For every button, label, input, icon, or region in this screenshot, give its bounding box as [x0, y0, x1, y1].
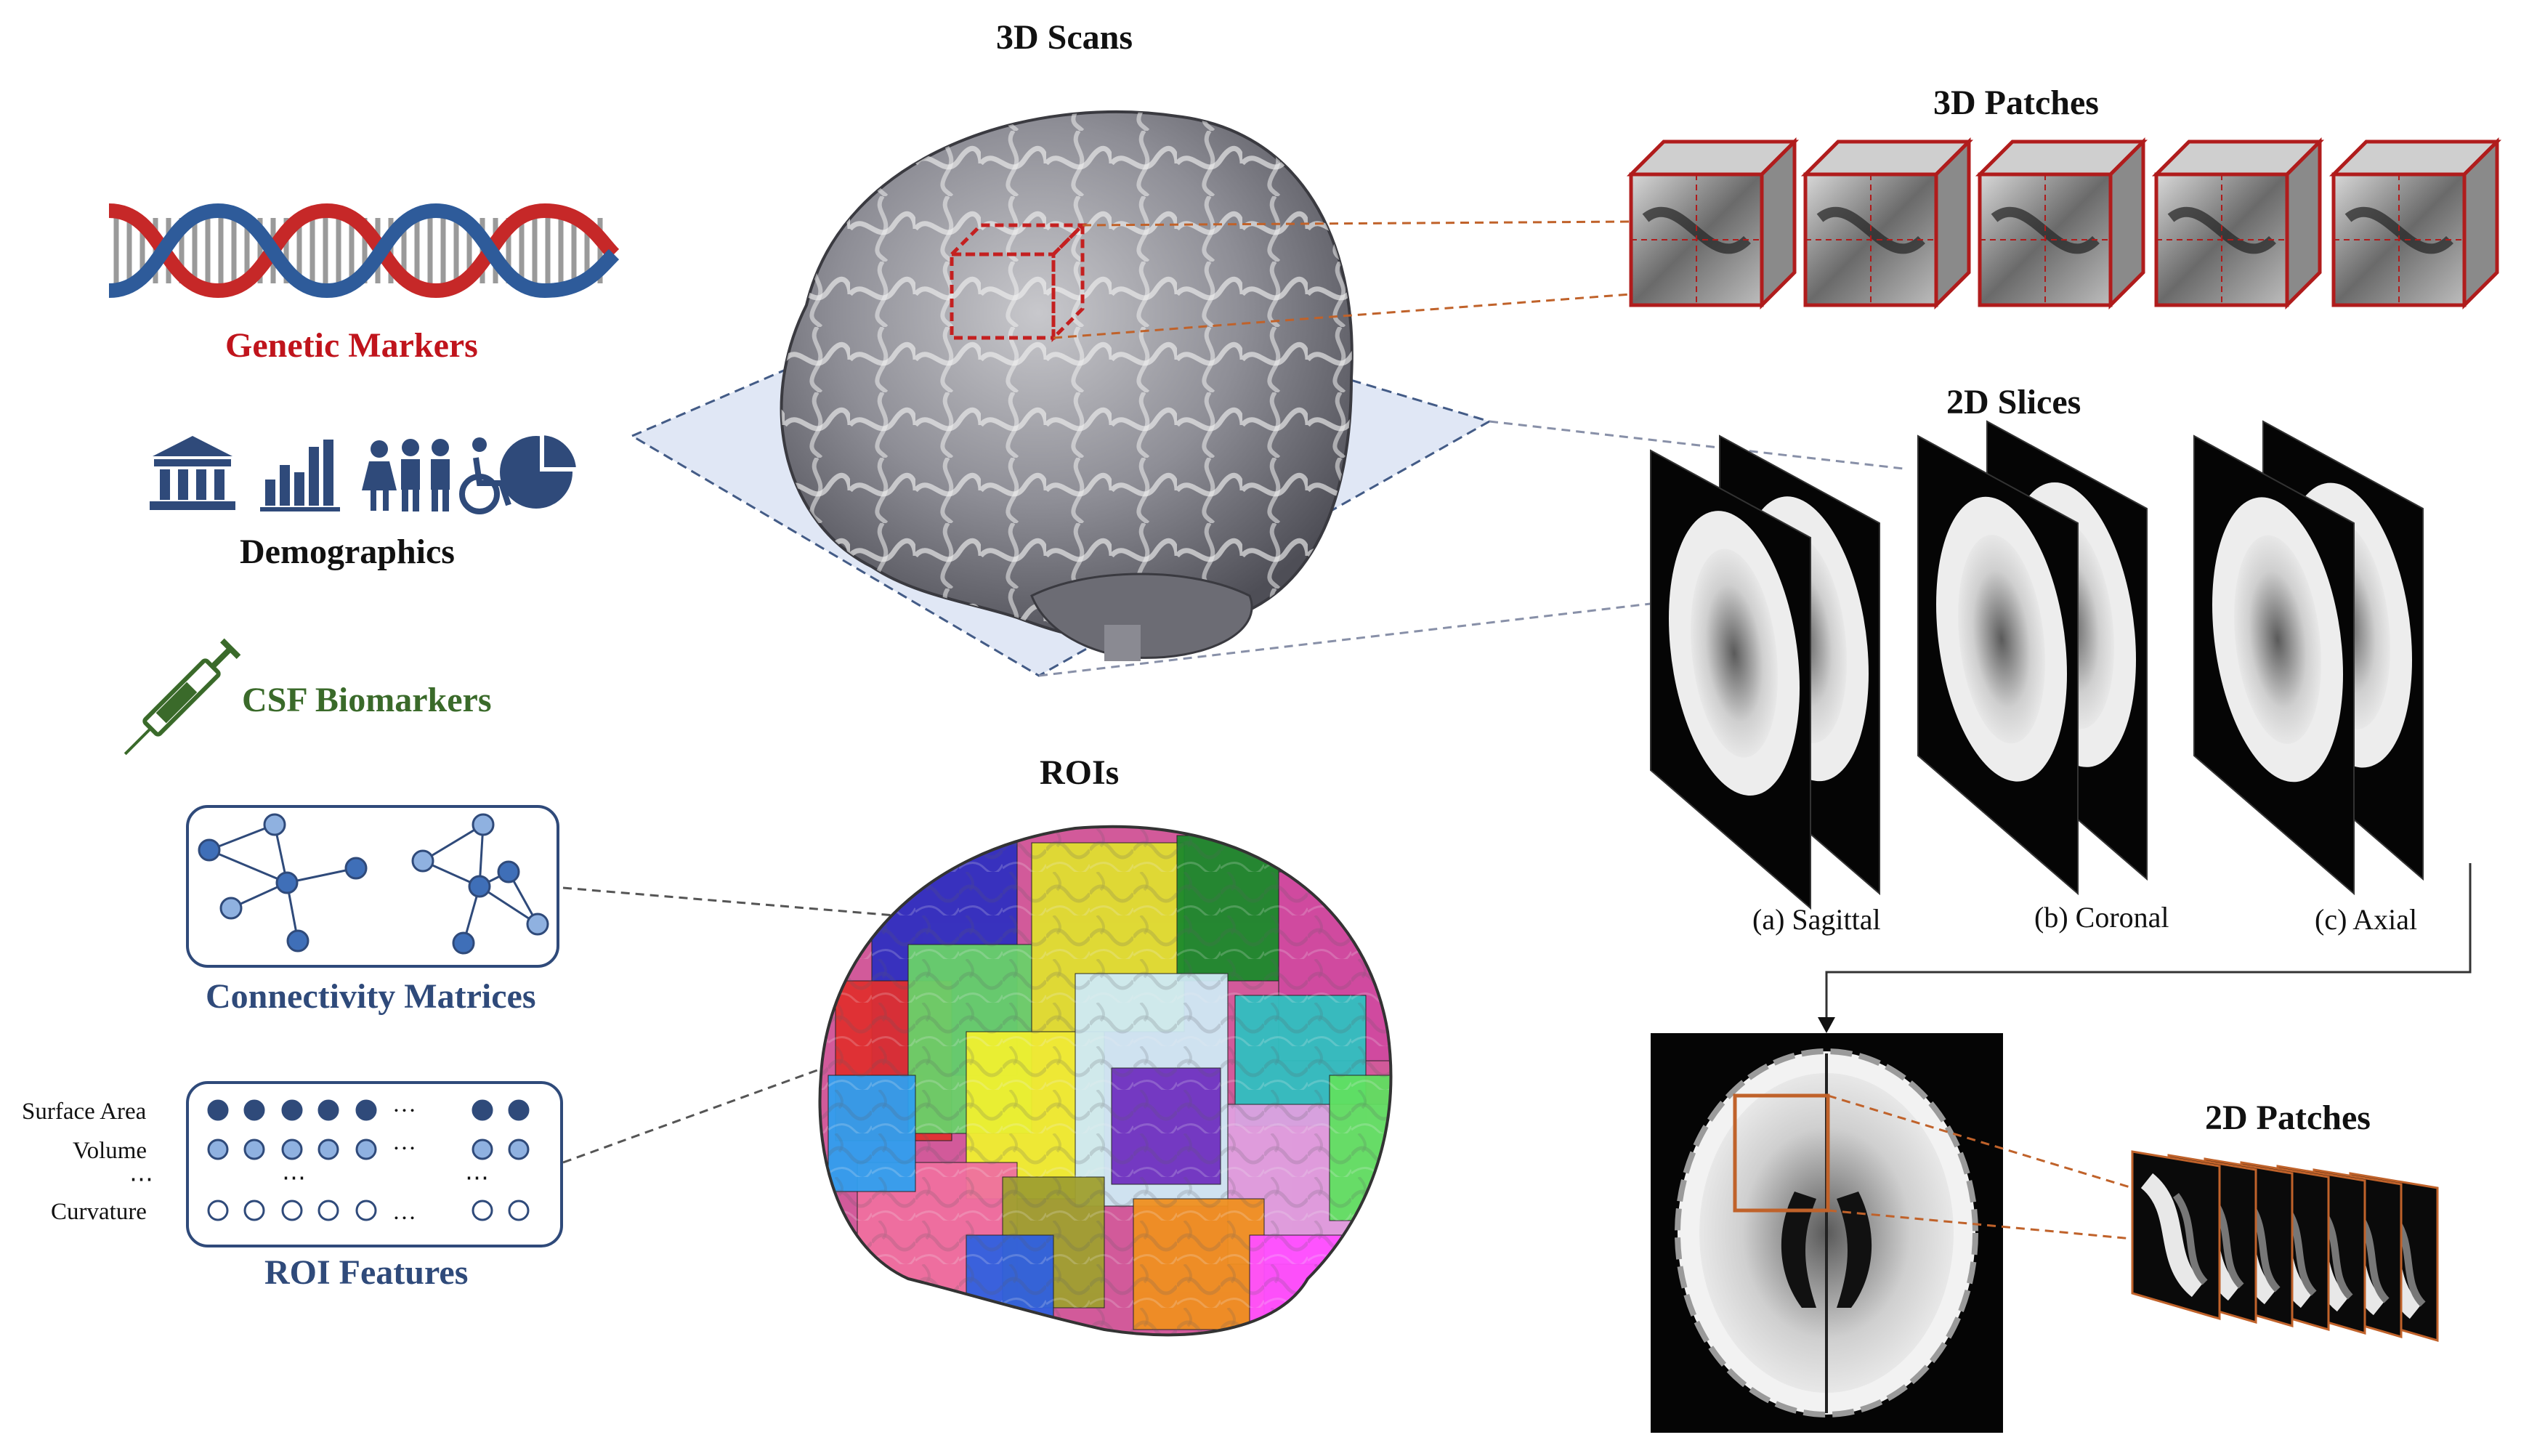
caption-coronal: (b) Coronal [2034, 901, 2169, 934]
roi-row-volume: Volume [73, 1138, 147, 1164]
roi-dots-vdots-b: ⋯ [465, 1165, 489, 1192]
slice-stacks-2d [1650, 420, 2424, 910]
label-csf-biomarkers: CSF Biomarkers [242, 681, 492, 719]
patch-cube [1626, 137, 1800, 310]
syringe-icon [124, 638, 241, 756]
roi-dots-ellipsis-mid: … [392, 1129, 416, 1155]
roi-row-ellipsis: ⋯ [129, 1167, 153, 1193]
title-rois: ROIs [1040, 753, 1120, 792]
feature-dot [207, 1138, 229, 1160]
feature-dot [508, 1138, 530, 1160]
pie-chart-icon [500, 430, 581, 509]
feature-dot [243, 1099, 265, 1121]
connectivity-graph-icon [186, 805, 559, 968]
roi-row-curvature: Curvature [51, 1199, 147, 1225]
wheelchair-icon [459, 437, 511, 514]
roi-feature-grid-icon [186, 1081, 563, 1247]
feature-dot [243, 1138, 265, 1160]
feature-dot [508, 1200, 530, 1221]
patch-cube [2328, 137, 2502, 310]
patch-cube [1975, 137, 2148, 310]
feature-dot [317, 1200, 339, 1221]
feature-dot [472, 1099, 493, 1121]
feature-dot [281, 1200, 303, 1221]
feature-dot [355, 1200, 377, 1221]
feature-dot [207, 1200, 229, 1221]
connector-line [562, 886, 913, 918]
feature-dot [207, 1099, 229, 1121]
title-3d-scans: 3D Scans [996, 18, 1133, 57]
roi-parcellation-brain [818, 825, 1393, 1337]
feature-dot [472, 1200, 493, 1221]
feature-dot [317, 1138, 339, 1160]
connector-line [562, 1069, 818, 1164]
title-2d-patches: 2D Patches [2205, 1099, 2371, 1137]
patch-2d [2131, 1150, 2221, 1320]
feature-dot [281, 1099, 303, 1121]
slice-plane [1917, 434, 2079, 896]
roi-row-surface-area: Surface Area [22, 1099, 147, 1125]
label-roi-features: ROI Features [264, 1253, 469, 1292]
feature-dot [243, 1200, 265, 1221]
caption-sagittal: (a) Sagittal [1752, 903, 1881, 936]
institution-icon [150, 436, 235, 510]
patch-cube [2151, 137, 2325, 310]
brain-3d-render [629, 110, 1492, 677]
roi-dots-vdots-a: ⋯ [282, 1165, 306, 1192]
feature-dot [281, 1138, 303, 1160]
axial-slice-enlarged [1651, 1033, 2003, 1433]
patch-stack-2d [2131, 1150, 2439, 1342]
bar-chart-icon [260, 440, 340, 511]
roi-dots-ellipsis-top: … [392, 1091, 416, 1117]
patch-cube [1800, 137, 1974, 310]
title-2d-slices: 2D Slices [1946, 383, 2081, 421]
roi-dots-ellipsis-bot: … [392, 1199, 416, 1225]
label-connectivity-matrices: Connectivity Matrices [206, 977, 536, 1016]
caption-axial: (c) Axial [2315, 903, 2418, 936]
feature-dot [508, 1099, 530, 1121]
people-icon [362, 439, 450, 511]
feature-dot [472, 1138, 493, 1160]
label-genetic-markers: Genetic Markers [225, 326, 478, 365]
feature-dot [355, 1099, 377, 1121]
patch-cubes-3d [1626, 137, 2502, 310]
slice-plane [2193, 434, 2355, 896]
label-demographics: Demographics [240, 533, 455, 571]
feature-dot [317, 1099, 339, 1121]
slice-plane [1650, 449, 1811, 910]
title-3d-patches: 3D Patches [1933, 84, 2099, 122]
feature-dot [355, 1138, 377, 1160]
selected-2d-patch-outline [1733, 1093, 1830, 1213]
dna-helix-icon [108, 203, 620, 299]
